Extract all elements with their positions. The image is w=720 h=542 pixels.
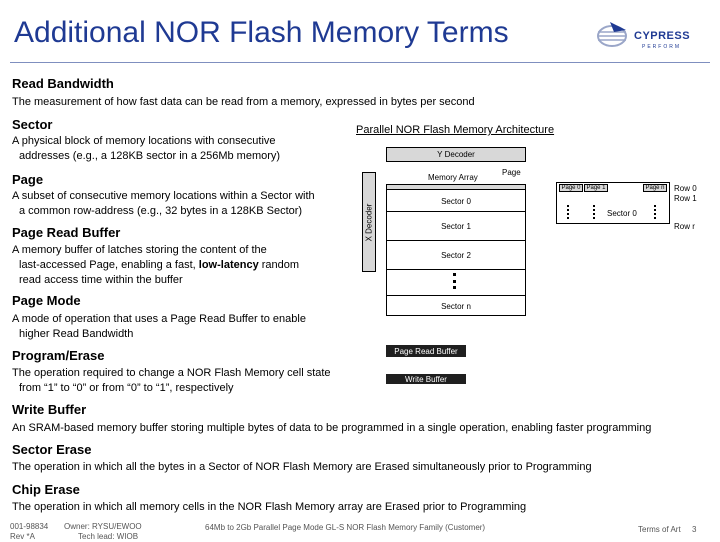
zoom-page0: Page 0 bbox=[559, 184, 583, 192]
term-page-read-buffer: Page Read Buffer bbox=[12, 225, 121, 240]
def-line: The measurement of how fast data can be … bbox=[12, 96, 475, 108]
sector-1-label: Sector 1 bbox=[441, 221, 471, 231]
footer-owner: Owner: RYSU/EWOO Tech lead: WIOB bbox=[64, 522, 142, 542]
zoom-pagen: Page n bbox=[643, 184, 667, 192]
page-title: Additional NOR Flash Memory Terms bbox=[14, 16, 509, 49]
memory-array-label: Memory Array bbox=[428, 173, 478, 182]
def-line: A subset of consecutive memory locations… bbox=[12, 190, 315, 202]
def-line: An SRAM-based memory buffer storing mult… bbox=[12, 422, 652, 434]
zoom-page0-label: Page 0 bbox=[561, 185, 581, 191]
zoom-sector-label: Sector 0 bbox=[607, 209, 637, 218]
def-program-erase: The operation required to change a NOR F… bbox=[12, 366, 331, 396]
def-text: last-accessed Page, enabling a fast, bbox=[19, 259, 199, 271]
title-divider bbox=[10, 62, 710, 63]
sector-2: Sector 2 bbox=[387, 241, 525, 270]
page-label: Page bbox=[502, 168, 521, 177]
def-line: The operation in which all the bytes in … bbox=[12, 461, 592, 473]
write-buffer-label: Write Buffer bbox=[405, 374, 447, 384]
x-decoder-label: X Decoder bbox=[364, 203, 374, 241]
footer-doc-id: 001-98834 bbox=[10, 522, 49, 531]
cypress-logo-icon bbox=[597, 22, 627, 47]
logo-subtext: PERFORM bbox=[642, 44, 681, 50]
sector-1: Sector 1 bbox=[387, 212, 525, 241]
def-line: addresses (e.g., a 128KB sector in a 256… bbox=[19, 150, 281, 162]
term-page-mode: Page Mode bbox=[12, 293, 81, 308]
def-bold-text: low-latency bbox=[198, 259, 259, 271]
def-sector-erase: The operation in which all the bytes in … bbox=[12, 460, 592, 475]
sector-0-label: Sector 0 bbox=[441, 196, 471, 206]
term-page: Page bbox=[12, 172, 44, 187]
sector-n-label: Sector n bbox=[441, 301, 471, 311]
def-line: read access time within the buffer bbox=[19, 274, 183, 286]
zoom-page1: Page 1 bbox=[584, 184, 608, 192]
footer-right: Terms of Art bbox=[638, 525, 681, 534]
footer-center: 64Mb to 2Gb Parallel Page Mode GL-S NOR … bbox=[205, 523, 486, 532]
term-sector: Sector bbox=[12, 117, 53, 132]
def-chip-erase: The operation in which all memory cells … bbox=[12, 500, 526, 515]
def-line: higher Read Bandwidth bbox=[19, 328, 134, 340]
footer-tech-lead: Tech lead: WIOB bbox=[78, 532, 139, 541]
term-write-buffer: Write Buffer bbox=[12, 402, 87, 417]
def-line: A physical block of memory locations wit… bbox=[12, 135, 276, 147]
def-line-mixed: last-accessed Page, enabling a fast, low… bbox=[12, 258, 299, 273]
def-line: The operation required to change a NOR F… bbox=[12, 367, 331, 379]
memory-array: Sector 0 Sector 1 Sector 2 Sector n bbox=[386, 184, 526, 316]
def-page-mode: A mode of operation that uses a Page Rea… bbox=[12, 312, 306, 342]
row-0-label: Row 0 bbox=[674, 184, 697, 193]
row-r-label: Row r bbox=[674, 222, 695, 231]
zoom-pagen-label: Page n bbox=[645, 185, 665, 191]
footer-owner-text: Owner: RYSU/EWOO bbox=[64, 522, 142, 531]
footer-doc: 001-98834 Rev *A bbox=[10, 522, 48, 542]
x-decoder: X Decoder bbox=[362, 172, 376, 272]
page-read-buffer: Page Read Buffer bbox=[386, 345, 466, 357]
row-1-label: Row 1 bbox=[674, 194, 697, 203]
sector-n: Sector n bbox=[387, 295, 525, 316]
sector-ellipsis bbox=[453, 273, 460, 289]
cypress-logo: CYPRESS PERFORM bbox=[592, 14, 702, 58]
page-read-buffer-label: Page Read Buffer bbox=[394, 346, 458, 356]
def-line: from “1” to “0” or from “0” to “1”, resp… bbox=[19, 382, 234, 394]
def-line: a common row-address (e.g., 32 bytes in … bbox=[19, 205, 303, 217]
diagram-title: Parallel NOR Flash Memory Architecture bbox=[356, 124, 555, 136]
sector-2-label: Sector 2 bbox=[441, 250, 471, 260]
def-page: A subset of consecutive memory locations… bbox=[12, 189, 315, 219]
logo-text: CYPRESS bbox=[634, 30, 691, 42]
sector-0: Sector 0 bbox=[387, 191, 525, 212]
def-sector: A physical block of memory locations wit… bbox=[12, 134, 280, 164]
term-program-erase: Program/Erase bbox=[12, 348, 105, 363]
def-read-bandwidth: The measurement of how fast data can be … bbox=[12, 95, 475, 110]
sector-zoom: Page 0 Page 1 Page n Sector 0 bbox=[556, 182, 670, 224]
footer-rev: Rev *A bbox=[10, 532, 35, 541]
zoom-dots bbox=[654, 205, 656, 219]
def-text: random bbox=[258, 259, 300, 271]
def-line: The operation in which all memory cells … bbox=[12, 501, 527, 513]
y-decoder-label: Y Decoder bbox=[437, 150, 475, 159]
y-decoder: Y Decoder bbox=[386, 147, 526, 162]
zoom-page1-label: Page 1 bbox=[586, 185, 606, 191]
footer-page-number: 3 bbox=[692, 525, 697, 534]
zoom-dots bbox=[593, 205, 595, 219]
def-line: A mode of operation that uses a Page Rea… bbox=[12, 313, 306, 325]
write-buffer: Write Buffer bbox=[386, 374, 466, 384]
page-strip bbox=[387, 185, 525, 190]
term-read-bandwidth: Read Bandwidth bbox=[12, 76, 114, 91]
def-page-read-buffer: A memory buffer of latches storing the c… bbox=[12, 243, 299, 288]
def-write-buffer: An SRAM-based memory buffer storing mult… bbox=[12, 421, 651, 436]
zoom-dots bbox=[567, 205, 569, 219]
term-chip-erase: Chip Erase bbox=[12, 482, 80, 497]
def-line: A memory buffer of latches storing the c… bbox=[12, 244, 267, 256]
term-sector-erase: Sector Erase bbox=[12, 442, 92, 457]
